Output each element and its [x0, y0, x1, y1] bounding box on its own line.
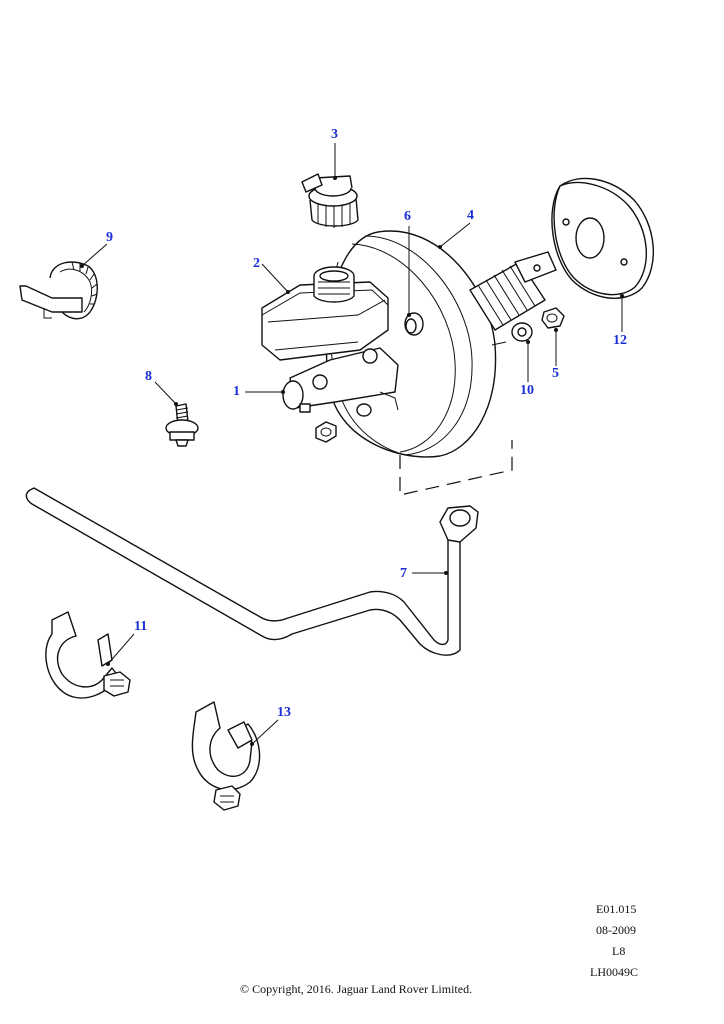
hose-clip-13[interactable] — [191, 701, 261, 811]
callout-11[interactable]: 11 — [134, 619, 148, 634]
callout-9[interactable]: 9 — [106, 230, 113, 245]
diagram-code: E01.015 — [596, 902, 637, 916]
callout-8[interactable]: 8 — [145, 369, 152, 384]
leader-lines — [80, 143, 624, 746]
diagram-date: 08-2009 — [596, 923, 636, 937]
callout-10[interactable]: 10 — [520, 383, 534, 398]
hose-clip-11[interactable] — [45, 611, 131, 699]
callout-6[interactable]: 6 — [404, 209, 411, 224]
washer[interactable] — [511, 322, 533, 342]
master-cylinder[interactable] — [261, 266, 399, 413]
cable-tie[interactable] — [19, 261, 98, 320]
reservoir-cap[interactable] — [301, 173, 359, 228]
diagram-level: L8 — [612, 944, 626, 958]
hose-connection-outline — [399, 440, 513, 496]
callout-5[interactable]: 5 — [552, 366, 559, 381]
callout-12[interactable]: 12 — [613, 333, 627, 348]
grommet[interactable] — [404, 312, 424, 336]
callout-7[interactable]: 7 — [400, 566, 407, 581]
copyright-notice: © Copyright, 2016. Jaguar Land Rover Lim… — [240, 982, 473, 996]
diagram-ref: LH0049C — [590, 965, 638, 979]
booster-drum[interactable] — [551, 177, 654, 299]
nut-lower[interactable] — [315, 403, 372, 443]
nut-upper[interactable] — [541, 307, 565, 329]
callout-13[interactable]: 13 — [277, 705, 291, 720]
vacuum-fitting[interactable] — [165, 403, 199, 447]
callout-4[interactable]: 4 — [467, 208, 474, 223]
callout-3[interactable]: 3 — [331, 127, 338, 142]
vacuum-hose[interactable] — [25, 487, 479, 656]
callout-1[interactable]: 1 — [233, 384, 240, 399]
callout-2[interactable]: 2 — [253, 256, 260, 271]
